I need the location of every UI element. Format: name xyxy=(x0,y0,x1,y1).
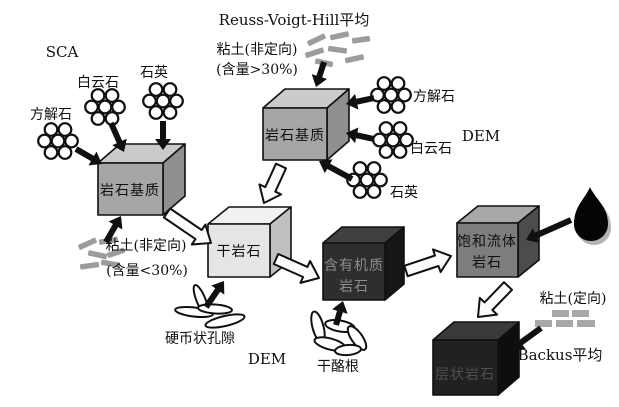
label-clay-oriented: 粘土(定向) xyxy=(540,291,607,307)
arrow-calcite-right-to-matrix xyxy=(346,93,375,110)
arrow-dolomite-right-to-matrix xyxy=(346,127,375,144)
cube-rock-matrix-left xyxy=(97,143,186,216)
label-dolomite-right: 白云石 xyxy=(410,141,452,157)
arrow-dry-to-organic-rock xyxy=(272,253,320,284)
coin-pore-icon xyxy=(174,284,246,329)
label-cube-layered-rock: 层状岩石 xyxy=(435,367,495,383)
cube-organic-rock xyxy=(322,226,405,301)
mineral-cluster-icon-calcite-left xyxy=(37,122,79,160)
label-quartz-left: 石英 xyxy=(140,64,168,81)
label-cube-organic-rock-line1: 含有机质 xyxy=(324,258,384,274)
arrow-kerogen-to-organic-rock xyxy=(332,301,348,326)
label-calcite-left: 方解石 xyxy=(30,107,72,123)
label-cube-rock-matrix-left: 岩石基质 xyxy=(100,182,160,199)
arrow-pores-to-dry-rock xyxy=(203,281,225,309)
arrow-saturated-to-layered xyxy=(477,281,513,318)
arrow-dolomite-left-to-matrix xyxy=(108,121,127,152)
label-clay-content-gt30: (含量>30%) xyxy=(216,62,298,78)
arrow-matrix-top-to-dry-rock xyxy=(258,162,287,204)
label-calcite-right: 方解石 xyxy=(413,89,455,105)
arrow-matrix-left-to-dry-rock xyxy=(162,207,212,246)
label-dem-right: DEM xyxy=(462,127,500,145)
cube-layered-rock xyxy=(432,321,520,396)
cube-saturated-rock xyxy=(456,205,540,278)
label-cube-organic-rock-line2: 岩石 xyxy=(339,279,369,295)
mineral-cluster-icon-dolomite-left xyxy=(84,88,126,126)
label-coin-pores: 硬币状孔隙 xyxy=(165,331,235,347)
label-clay-content-lt30: (含量<30%) xyxy=(106,263,188,279)
arrow-clay-to-matrix-left xyxy=(103,216,123,244)
arrow-oil-to-saturated-rock xyxy=(526,217,573,243)
arrow-organic-to-saturated xyxy=(403,248,452,278)
label-cube-dry-rock: 干岩石 xyxy=(217,244,262,260)
label-clay-nonoriented-bottom: 粘土(非定向) xyxy=(106,238,187,254)
label-cube-saturated-rock-line2: 岩石 xyxy=(472,255,502,271)
mineral-cluster-icon-quartz-right xyxy=(346,161,388,199)
clay-random-icon-top xyxy=(304,31,371,68)
label-clay-nonoriented-top: 粘土(非定向) xyxy=(217,42,298,58)
clay-wall-icon xyxy=(535,310,595,327)
arrow-clay-to-matrix-top xyxy=(311,61,327,87)
label-rvh-average: Reuss-Voigt-Hill平均 xyxy=(219,11,370,29)
mineral-cluster-icon-calcite-right xyxy=(370,76,412,114)
cube-rock-matrix-top xyxy=(262,88,350,161)
label-backus-average: Backus平均 xyxy=(518,346,603,364)
oil-drop-icon xyxy=(574,187,611,245)
label-sca: SCA xyxy=(46,43,79,61)
mineral-cluster-icon-dolomite-right xyxy=(372,121,414,159)
arrow-wall-to-layered-rock xyxy=(512,325,543,349)
arrow-quartz-right-to-matrix xyxy=(319,159,354,182)
label-dolomite-left: 白云石 xyxy=(77,75,119,91)
arrow-quartz-left-to-matrix xyxy=(155,121,171,150)
arrow-calcite-left-to-matrix xyxy=(74,146,102,166)
label-cube-rock-matrix-top: 岩石基质 xyxy=(265,127,325,144)
label-cube-saturated-rock-line1: 饱和流体 xyxy=(457,234,517,250)
label-kerogen: 干酪根 xyxy=(317,359,359,375)
kerogen-icon xyxy=(310,310,368,357)
mineral-cluster-icon-quartz-left xyxy=(142,82,184,120)
label-dem-bottom: DEM xyxy=(248,350,286,368)
label-quartz-right: 石英 xyxy=(390,184,418,201)
